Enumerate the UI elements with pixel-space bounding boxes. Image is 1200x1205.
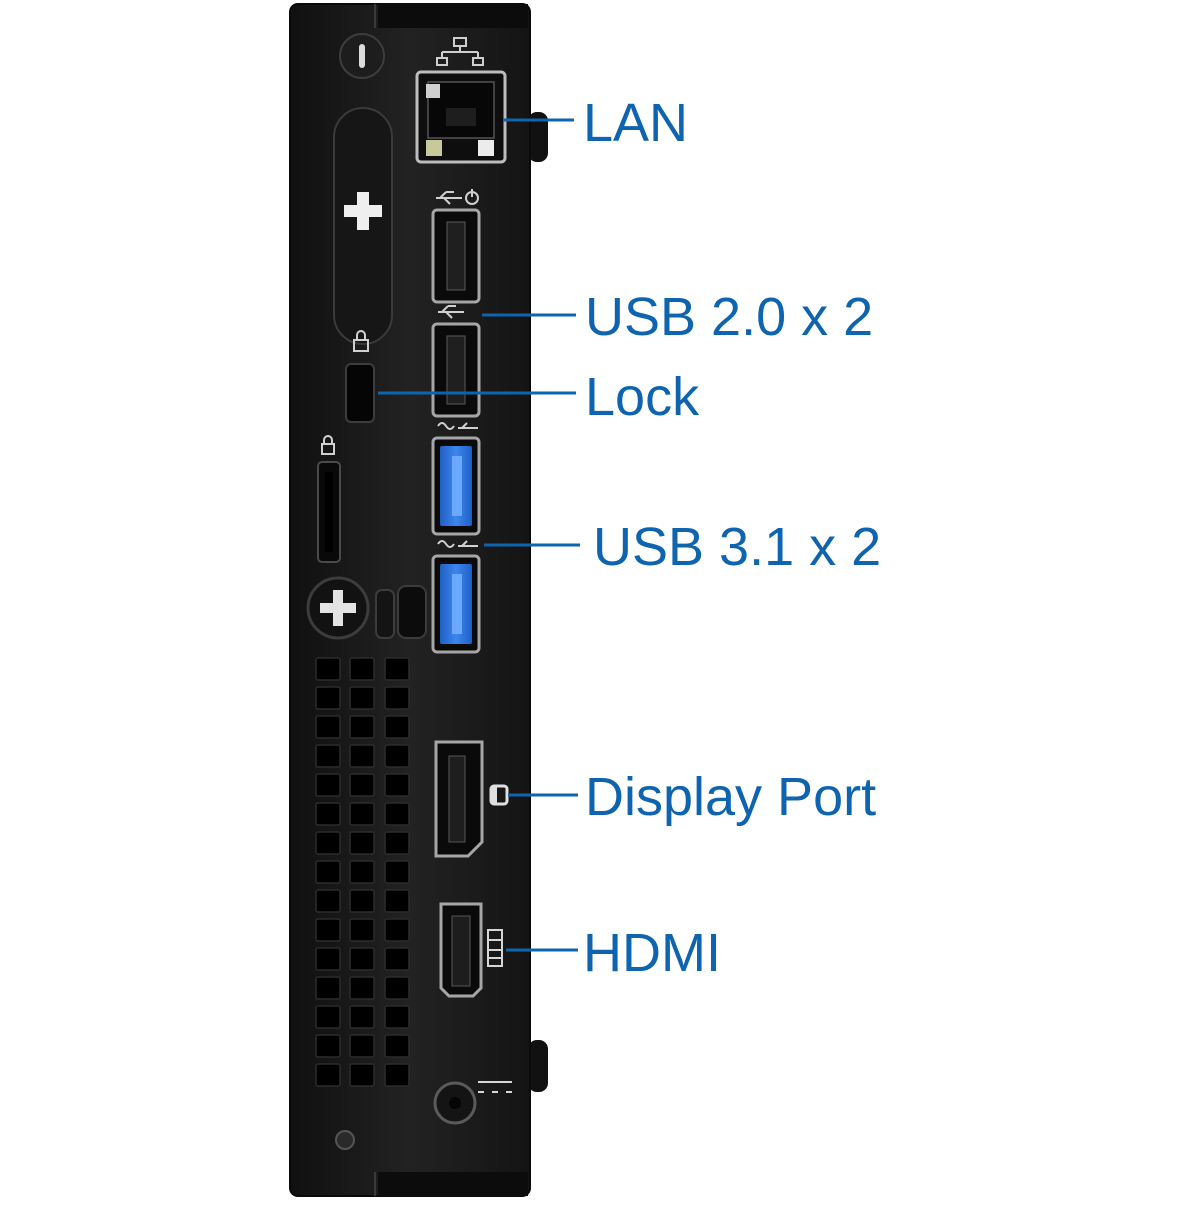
callout-label-usb2: USB 2.0 x 2 bbox=[585, 287, 874, 347]
vent-slot bbox=[384, 715, 410, 739]
vent-slot bbox=[315, 715, 341, 739]
usb-power-icon bbox=[436, 189, 479, 205]
vent-slot bbox=[315, 831, 341, 855]
superspeed-usb-symbol-1 bbox=[437, 422, 478, 430]
padlock-loop bbox=[317, 461, 341, 563]
vent-slot bbox=[349, 1063, 375, 1087]
vent-slot bbox=[384, 947, 410, 971]
thumbscrew bbox=[306, 576, 370, 640]
displayport-port bbox=[434, 740, 484, 858]
vent-slot bbox=[384, 918, 410, 942]
vent-slot bbox=[384, 831, 410, 855]
vent-slot bbox=[384, 1005, 410, 1029]
callout-label-lock: Lock bbox=[585, 367, 700, 427]
usb3-port-1 bbox=[431, 436, 481, 536]
vent-slot bbox=[384, 1034, 410, 1058]
chassis-bumpers bbox=[528, 112, 548, 1092]
hdmi-port bbox=[439, 902, 483, 998]
vent-slot bbox=[349, 802, 375, 826]
ventilation-grille bbox=[315, 657, 410, 1087]
callout-label-lan: LAN bbox=[583, 93, 689, 153]
dc-symbol-icon bbox=[478, 1081, 512, 1093]
vent-slot bbox=[349, 715, 375, 739]
vent-slot bbox=[349, 773, 375, 797]
lock-icon bbox=[353, 330, 369, 352]
cable-clip bbox=[375, 585, 427, 639]
hdmi-icon bbox=[487, 929, 503, 967]
vent-slot bbox=[384, 802, 410, 826]
vent-slot bbox=[384, 657, 410, 681]
vent-slot bbox=[315, 947, 341, 971]
vent-slot bbox=[349, 744, 375, 768]
vent-slot bbox=[315, 773, 341, 797]
vent-slot bbox=[349, 686, 375, 710]
vent-slot bbox=[315, 976, 341, 1000]
vent-slot bbox=[315, 744, 341, 768]
callout-label-usb3: USB 3.1 x 2 bbox=[593, 517, 882, 577]
callout-leader-lines bbox=[378, 118, 580, 952]
vent-slot bbox=[315, 802, 341, 826]
vent-slot bbox=[384, 744, 410, 768]
vent-slot bbox=[384, 686, 410, 710]
vent-slot bbox=[315, 918, 341, 942]
vent-slot bbox=[315, 657, 341, 681]
screw-hole bbox=[335, 1130, 355, 1150]
vent-slot bbox=[349, 918, 375, 942]
vent-slot bbox=[349, 889, 375, 913]
vent-slot bbox=[349, 831, 375, 855]
usb2-port-1 bbox=[431, 208, 481, 304]
vent-slot bbox=[384, 889, 410, 913]
vent-slot bbox=[384, 860, 410, 884]
padlock-icon bbox=[321, 435, 335, 455]
optional-port-cover bbox=[333, 107, 393, 345]
vent-slot bbox=[315, 1063, 341, 1087]
vent-slot bbox=[349, 1034, 375, 1058]
vent-slot bbox=[315, 860, 341, 884]
callout-label-hdmi: HDMI bbox=[583, 923, 721, 983]
vent-slot bbox=[349, 860, 375, 884]
vent-slot bbox=[315, 889, 341, 913]
usb-icon bbox=[438, 305, 464, 319]
vent-slot bbox=[384, 773, 410, 797]
power-button bbox=[339, 33, 385, 79]
superspeed-usb-symbol-2 bbox=[437, 540, 478, 548]
displayport-icon bbox=[489, 784, 509, 806]
network-icon bbox=[436, 37, 484, 66]
vent-slot bbox=[384, 976, 410, 1000]
vent-slot bbox=[315, 1034, 341, 1058]
vent-slot bbox=[315, 686, 341, 710]
usb3-port-2 bbox=[431, 554, 481, 654]
security-lock-slot bbox=[345, 363, 375, 423]
usb2-port-2 bbox=[431, 322, 481, 418]
vent-slot bbox=[349, 657, 375, 681]
vent-slot bbox=[349, 1005, 375, 1029]
vent-slot bbox=[349, 947, 375, 971]
lan-port bbox=[415, 70, 507, 164]
vent-slot bbox=[315, 1005, 341, 1029]
vent-slot bbox=[384, 1063, 410, 1087]
callout-label-display-port: Display Port bbox=[585, 767, 877, 827]
vent-slot bbox=[349, 976, 375, 1000]
dc-power-jack bbox=[433, 1081, 477, 1125]
